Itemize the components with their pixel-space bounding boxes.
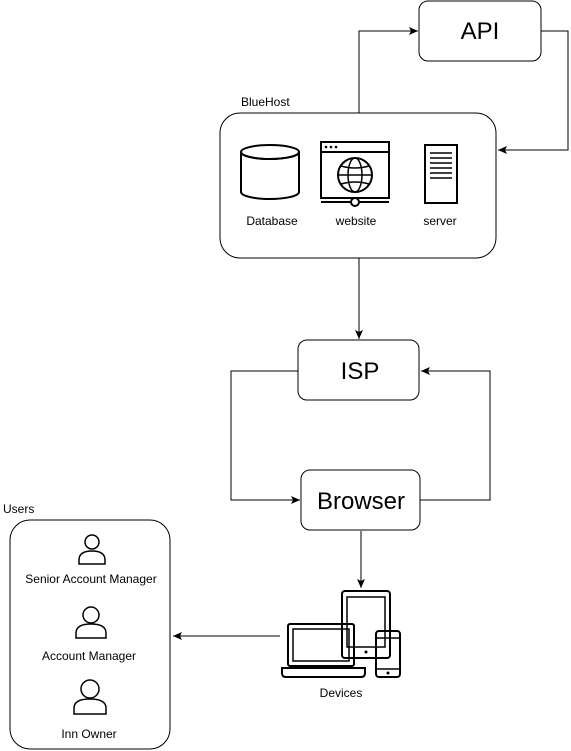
senior-account-manager-label: Senior Account Manager (25, 572, 156, 586)
website-icon (320, 141, 390, 207)
isp-label: ISP (341, 358, 380, 385)
isp-node[interactable]: ISP (297, 339, 420, 401)
user-icon (75, 606, 107, 639)
edge-browser-to-isp (420, 367, 491, 501)
account-manager-label: Account Manager (42, 649, 136, 663)
user-icon (73, 679, 107, 715)
website-label: website (335, 214, 377, 228)
edge-api-to-bluehost (498, 30, 569, 154)
edge-bluehost-to-api (358, 27, 418, 113)
bluehost-container[interactable]: BlueHost Database website (219, 95, 497, 259)
api-node[interactable]: API (418, 0, 542, 62)
browser-label: Browser (317, 488, 405, 515)
database-icon (240, 144, 300, 200)
browser-node[interactable]: Browser (300, 469, 421, 531)
users-label: Users (3, 502, 34, 516)
user-icon (78, 534, 106, 565)
users-container[interactable]: Users Senior Account Manager Account Man… (3, 502, 171, 750)
inn-owner-label: Inn Owner (61, 727, 116, 741)
bluehost-label: BlueHost (241, 95, 290, 109)
devices-node[interactable]: Devices (281, 590, 401, 700)
database-label: Database (246, 214, 298, 228)
server-icon (424, 144, 458, 204)
server-label: server (423, 214, 456, 228)
devices-label: Devices (320, 686, 363, 700)
devices-icon (281, 590, 401, 678)
api-label: API (461, 18, 500, 45)
edge-isp-to-browser (230, 370, 300, 504)
